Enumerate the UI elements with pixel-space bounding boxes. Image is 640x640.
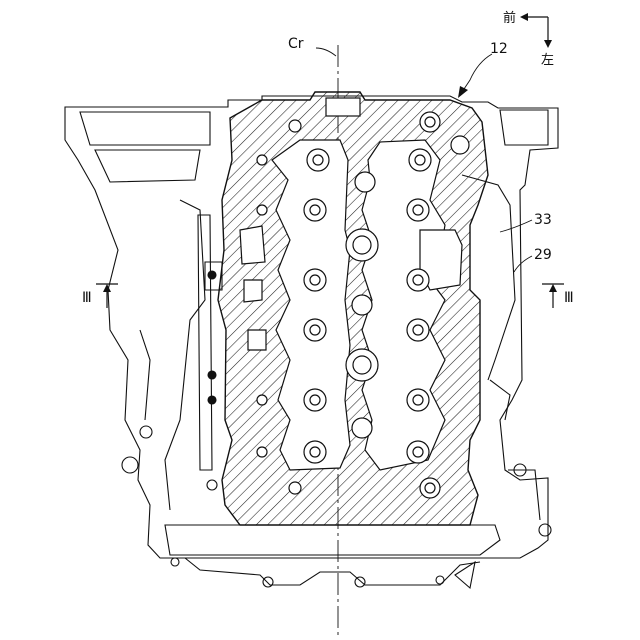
bolt-core: [413, 325, 423, 335]
section-left-arrowhead-icon: [103, 284, 111, 292]
bolt-core: [310, 205, 320, 215]
head-small-hole: [289, 120, 301, 132]
head-port-cavity-right: [362, 140, 445, 470]
head-corner-bolt-core: [425, 117, 435, 127]
spark-plug-core: [353, 236, 371, 254]
block-right-contour: [490, 380, 510, 420]
valve-hole: [352, 418, 372, 438]
block-bolt-boss-right-lower: [539, 524, 551, 536]
section-right-label: Ⅲ: [564, 290, 574, 306]
head-small-hole: [257, 155, 267, 165]
block-left-contour: [140, 330, 150, 420]
head-small-hole: [257, 205, 267, 215]
pan-bolt: [171, 558, 179, 566]
head-slot-left-3: [248, 330, 266, 350]
callout-12: 12: [490, 41, 508, 57]
bolt-core: [310, 325, 320, 335]
head-small-hole: [257, 447, 267, 457]
bolt-core: [310, 275, 320, 285]
bolt-core: [310, 395, 320, 405]
bolt-core: [413, 447, 423, 457]
bolt-core: [310, 447, 320, 457]
leader-33: [500, 220, 532, 232]
head-slot-left-1: [240, 226, 265, 264]
left-side-rail: [198, 215, 222, 490]
pan-drain: [455, 562, 475, 588]
rail-bolt: [207, 480, 217, 490]
section-right-arrowhead-icon: [549, 284, 557, 292]
block-bolt-boss-left: [140, 426, 152, 438]
head-top-notch: [326, 98, 360, 116]
rail-body: [198, 215, 212, 470]
center-line-label: Cr: [288, 36, 304, 52]
spark-plug-core: [353, 356, 371, 374]
bolt-core: [413, 395, 423, 405]
center-line-leader: [316, 48, 336, 56]
rail-bolt: [208, 371, 216, 379]
bolt-core: [313, 155, 323, 165]
pan-bolt: [263, 577, 273, 587]
leader-29: [514, 256, 532, 272]
bolt-core: [415, 155, 425, 165]
valve-hole: [355, 172, 375, 192]
block-right-lower: [508, 470, 540, 520]
pan-bolt: [436, 576, 444, 584]
leader-12: [462, 54, 492, 92]
callout-33: 33: [534, 212, 552, 228]
bolt-core: [413, 275, 423, 285]
head-small-hole: [451, 136, 469, 154]
lower-deck: [165, 525, 500, 555]
section-marker-right: Ⅲ: [542, 284, 574, 308]
head-small-hole: [257, 395, 267, 405]
front-arrowhead-icon: [520, 13, 528, 21]
head-small-hole: [289, 482, 301, 494]
leader-12-arrowhead-icon: [458, 86, 468, 98]
block-left-rib: [95, 150, 200, 182]
block-right-flange: [500, 110, 548, 145]
section-marker-left: Ⅲ: [82, 284, 118, 308]
head-slot-left-2: [244, 280, 262, 302]
rail-bolt: [208, 271, 216, 279]
orientation-indicator: 前 左: [503, 10, 554, 68]
section-left-label: Ⅲ: [82, 290, 92, 306]
block-top-flange: [80, 112, 210, 145]
rail-bolt: [208, 396, 216, 404]
left-direction-label: 左: [541, 53, 554, 68]
pan-bolt: [355, 577, 365, 587]
cylinder-head-section: [218, 92, 488, 525]
left-arrowhead-icon: [544, 40, 552, 48]
lower-structure: [165, 525, 500, 588]
block-bolt-boss-left-lower: [122, 457, 138, 473]
bolt-core: [413, 205, 423, 215]
head-corner-bolt-core: [425, 483, 435, 493]
callout-29: 29: [534, 247, 552, 263]
valve-hole: [352, 295, 372, 315]
front-direction-label: 前: [503, 10, 516, 26]
